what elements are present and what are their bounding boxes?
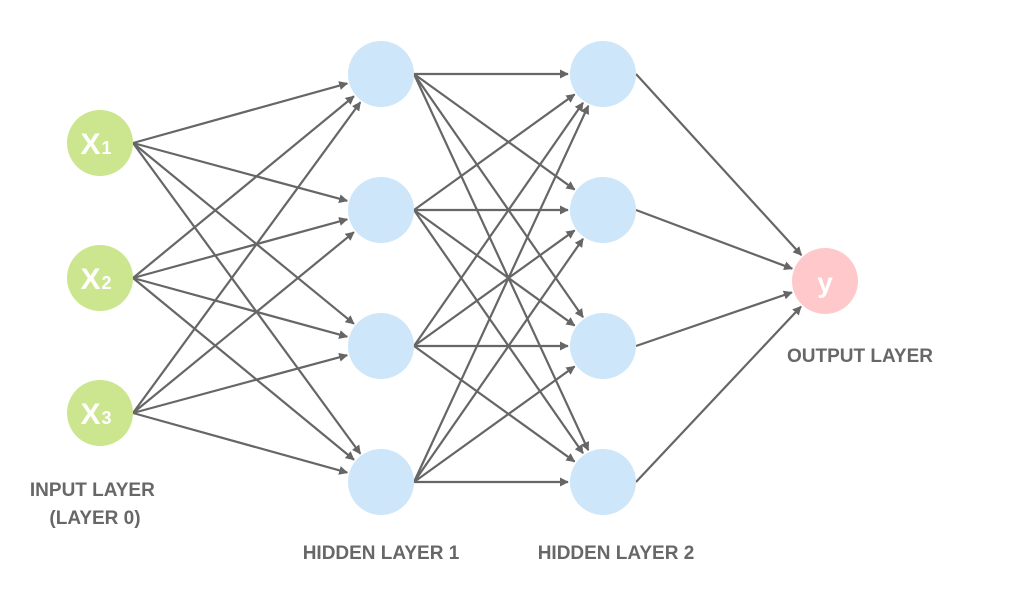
neuron-circle [570,41,636,107]
edge-l2-n2-to-l3-n1 [635,208,794,271]
edge-l0-n2-to-l1-n2 [132,217,349,280]
hidden-layer-2-label: HIDDEN LAYER 2 [538,543,695,564]
neuron-circle [792,248,858,314]
node-label: y [817,267,833,298]
edge-l0-n2-to-l1-n3 [132,276,349,339]
edge-l0-n2-to-l1-n4 [132,277,355,461]
node-layer2-3 [570,313,636,379]
neuron-circle [348,177,414,243]
node-layer0-3: X3 [67,380,133,446]
edge-l1-n1-to-l2-n4 [413,73,590,452]
edge-l0-n1-to-l1-n1 [132,81,349,145]
edge-l0-n3-to-l1-n1 [132,101,362,414]
edge-l1-n4-to-l2-n2 [413,238,584,483]
edge-l1-n3-to-l2-n1 [413,102,584,347]
neuron-circle [570,313,636,379]
edge-l1-n1-to-l2-n2 [413,73,576,191]
node-layer1-1 [348,41,414,107]
edge-l0-n1-to-l1-n2 [132,141,349,204]
node-layer0-2: X2 [67,245,133,311]
edge-l0-n3-to-l1-n3 [132,352,349,415]
node-layer1-2 [348,177,414,243]
edge-l2-n1-to-l3-n1 [635,73,803,256]
edge-l1-n1-to-l2-n3 [413,73,584,318]
node-layer1-4 [348,449,414,515]
edge-l1-n2-to-l2-n4 [413,209,584,454]
node-label: X3 [80,398,111,431]
node-layer2-2 [570,177,636,243]
node-layer2-1 [570,41,636,107]
neuron-circle [67,110,133,176]
node-label: X1 [80,128,111,161]
edge-l0-n2-to-l1-n1 [132,95,355,279]
neuron-circle [348,41,414,107]
edge-l0-n3-to-l1-n2 [132,231,355,414]
neuron-circle [570,177,636,243]
node-layer1-3 [348,313,414,379]
neuron-circle [348,313,414,379]
node-layer2-4 [570,449,636,515]
edge-l2-n4-to-l3-n1 [635,305,802,483]
edge-l2-n3-to-l3-n1 [635,290,793,348]
edge-l1-n4-to-l2-n1 [413,104,590,483]
edge-l1-n3-to-l2-n4 [413,345,576,463]
edge-l1-n2-to-l2-n3 [413,209,576,327]
edge-l0-n3-to-l1-n4 [132,411,349,475]
output-layer-label: OUTPUT LAYER [787,346,933,367]
connections [132,69,803,487]
edge-l0-n1-to-l1-n4 [132,142,362,455]
edge-l1-n2-to-l2-n1 [413,93,576,211]
node-layer0-1: X1 [67,110,133,176]
edge-l1-n3-to-l2-n2 [413,229,576,347]
neuron-circle [570,449,636,515]
edge-l1-n4-to-l2-n3 [413,365,576,483]
edge-l0-n1-to-l1-n3 [132,142,355,325]
neuron-circle [67,380,133,446]
node-label: X2 [80,263,111,296]
hidden-layer-1-label: HIDDEN LAYER 1 [303,543,460,564]
node-layer3-1: y [792,248,858,314]
input-layer-label: INPUT LAYER (LAYER 0) [30,480,160,529]
neuron-circle [348,449,414,515]
neuron-circle [67,245,133,311]
